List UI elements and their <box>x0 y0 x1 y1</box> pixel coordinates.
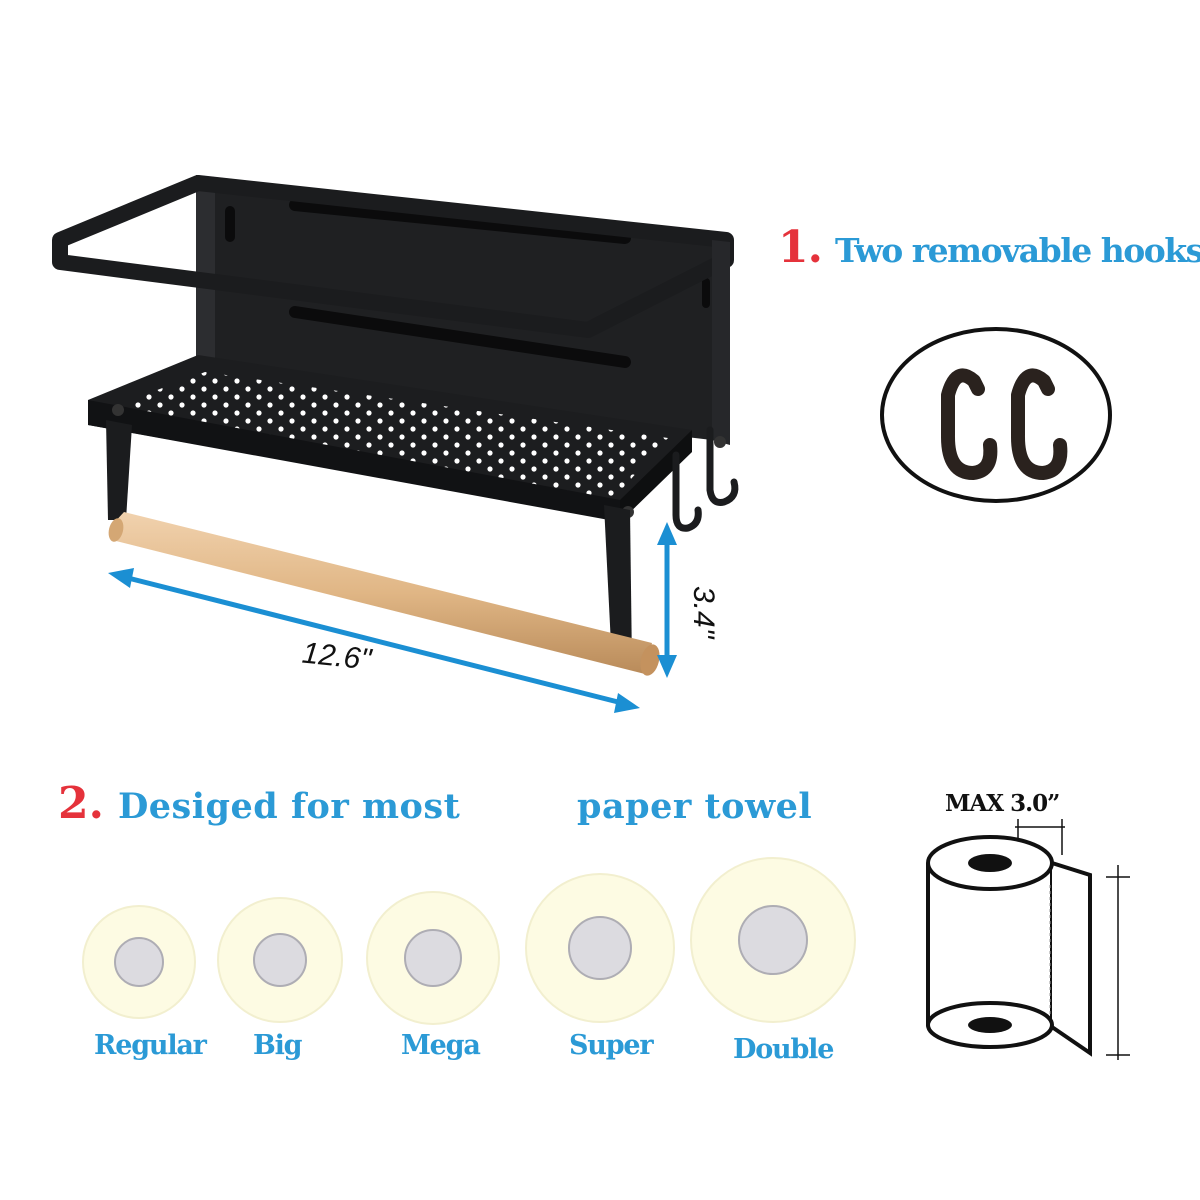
roll-label-mega: Mega <box>401 1030 481 1061</box>
feature-2-number: 2. <box>58 778 104 829</box>
height-dimension-label: 3.4" <box>687 586 720 639</box>
roll-regular <box>82 905 196 1019</box>
roll-super <box>525 873 675 1023</box>
max-size-label: MAX 3.0” <box>945 790 1060 817</box>
height-arrow <box>657 522 677 678</box>
rack-illustration <box>52 175 739 713</box>
roll-double <box>690 857 856 1023</box>
roll-label-super: Super <box>569 1030 654 1061</box>
roll-mega <box>366 891 500 1025</box>
roll-label-double: Double <box>733 1034 834 1065</box>
hooks-callout <box>880 327 1112 503</box>
feature-1-text: Two removable hooks <box>834 231 1200 270</box>
wooden-rod <box>108 512 660 676</box>
width-arrow <box>108 568 640 713</box>
width-dimension-label: 12.6" <box>300 636 373 677</box>
feature-1-number: 1. <box>778 222 823 273</box>
max-size-diagram <box>926 819 1130 1060</box>
feature-1-heading: 1. Two removable hooks <box>778 222 1200 273</box>
roll-sizes <box>82 857 856 1025</box>
feature-2-text-b: paper towel <box>577 786 813 827</box>
feature-2-heading: 2. Desiged for most <box>58 778 460 829</box>
roll-big <box>217 897 343 1023</box>
hook-icon <box>1011 368 1068 480</box>
paper-roll-icon <box>926 835 1092 1057</box>
hook-icon <box>941 368 998 480</box>
roll-label-regular: Regular <box>94 1030 207 1061</box>
feature-2-text-a: Desiged for most <box>117 786 461 827</box>
roll-label-big: Big <box>253 1030 303 1061</box>
